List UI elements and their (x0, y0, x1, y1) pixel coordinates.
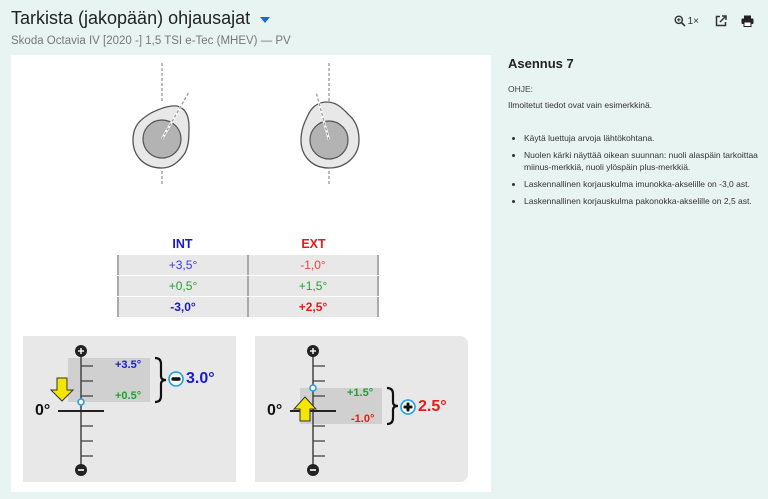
print-icon (741, 15, 754, 27)
zoom-button[interactable]: 1× (674, 15, 699, 27)
print-button[interactable] (741, 15, 754, 27)
cell-int: +3,5° (117, 255, 247, 275)
gauge-bottom-value: +0.5° (115, 390, 142, 402)
cell-int: -3,0° (117, 297, 247, 317)
list-item: Käytä luettuja arvoja lähtökohtana. (524, 132, 760, 144)
gauge-top-value: +1.5° (347, 387, 374, 399)
diagram-panel: INT EXT +3,5° -1,0° +0,5° +1,5° -3,0° +2… (11, 55, 491, 492)
table-header: INT EXT (117, 233, 379, 255)
cell-int: +0,5° (117, 276, 247, 296)
zoom-in-icon (674, 15, 686, 27)
exhaust-cam-icon (300, 63, 360, 185)
list-item: Laskennallinen korjauskulma pakonokka-ak… (524, 195, 760, 207)
page-header: Tarkista (jakopään) ohjausajat Skoda Oct… (11, 8, 291, 47)
cell-ext: -1,0° (247, 255, 379, 275)
minus-end-icon (75, 464, 87, 476)
plus-circle-icon (400, 399, 416, 415)
brace-icon (154, 356, 167, 404)
plus-end-icon (75, 345, 87, 357)
gauge-result: 2.5° (400, 398, 447, 416)
marker-dot (77, 398, 85, 406)
header-int: INT (172, 237, 193, 251)
open-external-icon (715, 15, 727, 27)
camshaft-diagram (132, 63, 360, 185)
header-ext: EXT (301, 237, 326, 251)
plus-end-icon (307, 345, 319, 357)
title-dropdown-caret-icon[interactable] (260, 16, 271, 23)
gauge-zero-label: 0° (267, 402, 283, 419)
table-row: +3,5° -1,0° (117, 255, 379, 276)
open-external-button[interactable] (715, 15, 727, 27)
zoom-level: 1× (687, 15, 699, 27)
arrow-down-icon (49, 377, 75, 402)
vehicle-subtitle: Skoda Octavia IV [2020 -] 1,5 TSI e-Tec … (11, 35, 291, 47)
info-title: Asennus 7 (508, 56, 574, 71)
gauge-result: 3.0° (168, 370, 215, 388)
minus-end-icon (307, 464, 319, 476)
list-item: Nuolen kärki näyttää oikean suunnan: nuo… (524, 149, 760, 173)
brace-icon (386, 386, 399, 426)
intake-cam-icon (132, 63, 191, 185)
marker-dot (309, 384, 317, 392)
exhaust-gauge: +1.5° -1.0° 0° 2.5° (255, 336, 468, 482)
table-row: -3,0° +2,5° (117, 297, 379, 318)
toolbar: 1× (674, 15, 754, 27)
table-row: +0,5° +1,5° (117, 276, 379, 297)
list-item: Laskennallinen korjauskulma imunokka-aks… (524, 178, 760, 190)
result-value: 2.5° (418, 398, 447, 415)
cell-ext: +2,5° (247, 297, 379, 317)
gauge-zero-label: 0° (35, 402, 51, 419)
info-panel: Asennus 7 OHJE: Ilmoitetut tiedot ovat v… (508, 56, 760, 212)
info-list: Käytä luettuja arvoja lähtökohtana. Nuol… (508, 132, 760, 207)
info-label: OHJE: (508, 84, 534, 94)
gauge-top-value: +3.5° (115, 359, 142, 371)
intake-gauge-scale (49, 345, 167, 476)
exhaust-gauge-scale (290, 345, 399, 476)
cell-ext: +1,5° (247, 276, 379, 296)
minus-circle-icon (168, 371, 184, 387)
info-note: Ilmoitetut tiedot ovat vain esimerkkinä. (508, 100, 653, 110)
page-title: Tarkista (jakopään) ohjausajat (11, 8, 251, 28)
gauge-bottom-value: -1.0° (351, 413, 375, 425)
values-table: INT EXT +3,5° -1,0° +0,5° +1,5° -3,0° +2… (117, 233, 379, 318)
intake-gauge: +3.5° +0.5° 0° 3.0° (23, 336, 236, 482)
arrow-up-icon (292, 396, 318, 422)
result-value: 3.0° (186, 370, 215, 387)
